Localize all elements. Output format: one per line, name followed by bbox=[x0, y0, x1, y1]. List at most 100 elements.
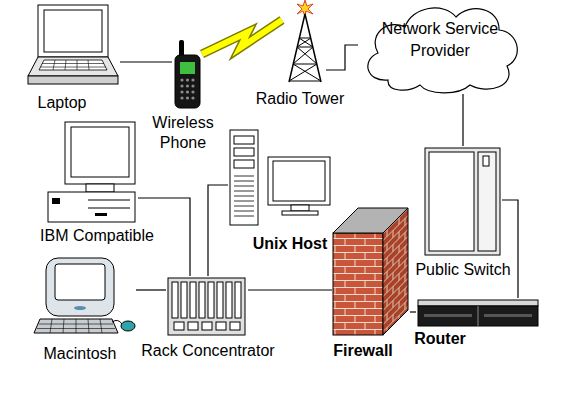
phone-key bbox=[191, 84, 194, 87]
phone-key bbox=[186, 90, 189, 93]
wireless-bolt-outline bbox=[202, 20, 282, 54]
network-link bbox=[462, 94, 463, 146]
pc-node: IBM Compatible bbox=[46, 120, 138, 246]
router-front bbox=[418, 306, 538, 326]
rack-card bbox=[172, 282, 178, 318]
firewall-node: Firewall bbox=[332, 204, 410, 362]
tower-legs bbox=[289, 14, 321, 82]
pc-drive-slots bbox=[88, 200, 130, 208]
laptop-base bbox=[28, 57, 118, 76]
device-label: Radio Tower bbox=[240, 89, 360, 109]
mac-illustration bbox=[34, 258, 135, 333]
cloud-shape bbox=[368, 8, 517, 93]
rack-card bbox=[226, 282, 232, 318]
pc-monitor bbox=[65, 122, 135, 184]
mac-node: Macintosh bbox=[38, 256, 136, 366]
router-top bbox=[418, 300, 538, 306]
rack-card bbox=[217, 282, 223, 318]
rack-illustration bbox=[168, 278, 245, 335]
connector-group bbox=[202, 20, 282, 54]
phone-key bbox=[191, 96, 194, 99]
pc-button bbox=[52, 198, 60, 204]
firewall-front bbox=[333, 233, 383, 335]
unix-node: Unix Host bbox=[228, 128, 332, 254]
laptop-keys bbox=[41, 60, 106, 70]
rack-port bbox=[174, 322, 184, 330]
unix-vents bbox=[234, 176, 254, 216]
laptop-edge bbox=[28, 76, 118, 84]
unix-bay bbox=[234, 148, 254, 156]
device-label: Macintosh bbox=[20, 344, 140, 364]
device-label: Public Switch bbox=[398, 260, 528, 280]
pc-case bbox=[48, 192, 135, 222]
unix-monitor bbox=[268, 157, 330, 205]
network-link bbox=[208, 185, 228, 276]
rack-card bbox=[181, 282, 187, 318]
rack-card bbox=[235, 282, 241, 318]
rack-card bbox=[208, 282, 214, 318]
connector-group bbox=[208, 185, 228, 276]
connector-group bbox=[410, 312, 416, 313]
device-label: Rack Concentrator bbox=[123, 341, 293, 361]
phone-key bbox=[180, 84, 183, 87]
device-label: Laptop bbox=[2, 93, 122, 113]
phone-node: Wireless Phone bbox=[172, 46, 202, 156]
unix-bay bbox=[234, 160, 254, 168]
mac-screen bbox=[55, 264, 105, 300]
connector-group bbox=[463, 94, 464, 146]
device-label: Network Service Provider bbox=[375, 18, 505, 62]
phone-key bbox=[180, 78, 183, 81]
rack-port bbox=[216, 322, 226, 330]
network-link bbox=[120, 61, 172, 62]
phone-key bbox=[180, 96, 183, 99]
mac-keyboard bbox=[34, 319, 118, 333]
mac-logo bbox=[74, 306, 86, 310]
switch-side bbox=[478, 152, 496, 251]
phone-key bbox=[180, 90, 183, 93]
router-node: Router bbox=[416, 298, 542, 350]
phone-illustration bbox=[175, 40, 200, 108]
switch-illustration bbox=[425, 148, 500, 255]
laptop-node: Laptop bbox=[26, 4, 120, 114]
mac-mouse-cable bbox=[112, 320, 122, 324]
phone-body bbox=[175, 55, 200, 108]
connector-group bbox=[248, 290, 332, 291]
device-label: Unix Host bbox=[230, 234, 350, 254]
firewall-cap bbox=[333, 208, 408, 233]
network-link bbox=[410, 311, 416, 312]
network-link bbox=[136, 289, 166, 290]
mac-keys bbox=[37, 319, 115, 333]
network-link bbox=[326, 45, 358, 70]
rack-card bbox=[199, 282, 205, 318]
unix-illustration bbox=[230, 130, 330, 225]
device-label: IBM Compatible bbox=[17, 226, 177, 246]
laptop-keyboard bbox=[39, 60, 107, 70]
device-label: Wireless Phone bbox=[145, 113, 221, 153]
pc-slot bbox=[95, 213, 107, 216]
unix-screen bbox=[273, 161, 325, 201]
phone-keypad bbox=[180, 78, 194, 99]
rack-port bbox=[230, 322, 240, 330]
connector-group bbox=[120, 62, 172, 63]
connector-group bbox=[502, 200, 518, 298]
laptop-screen bbox=[44, 10, 102, 52]
unix-tower bbox=[230, 130, 258, 225]
firewall-illustration bbox=[333, 208, 408, 335]
rack-node: Rack Concentrator bbox=[166, 276, 248, 362]
unix-foot bbox=[282, 211, 318, 215]
phone-key bbox=[186, 78, 189, 81]
pc-illustration bbox=[48, 122, 135, 222]
laptop-illustration bbox=[28, 5, 118, 84]
device-label: Firewall bbox=[313, 341, 413, 361]
phone-key bbox=[186, 84, 189, 87]
switch-cabinet bbox=[425, 148, 500, 255]
switch-node: Public Switch bbox=[424, 146, 502, 280]
connector-group bbox=[326, 45, 358, 70]
wireless-link bbox=[202, 20, 282, 54]
phone-key bbox=[191, 90, 194, 93]
connector-group bbox=[136, 290, 166, 291]
router-illustration bbox=[418, 300, 538, 326]
phone-key bbox=[191, 78, 194, 81]
device-label: Router bbox=[395, 329, 485, 349]
laptop-lid bbox=[38, 5, 108, 57]
